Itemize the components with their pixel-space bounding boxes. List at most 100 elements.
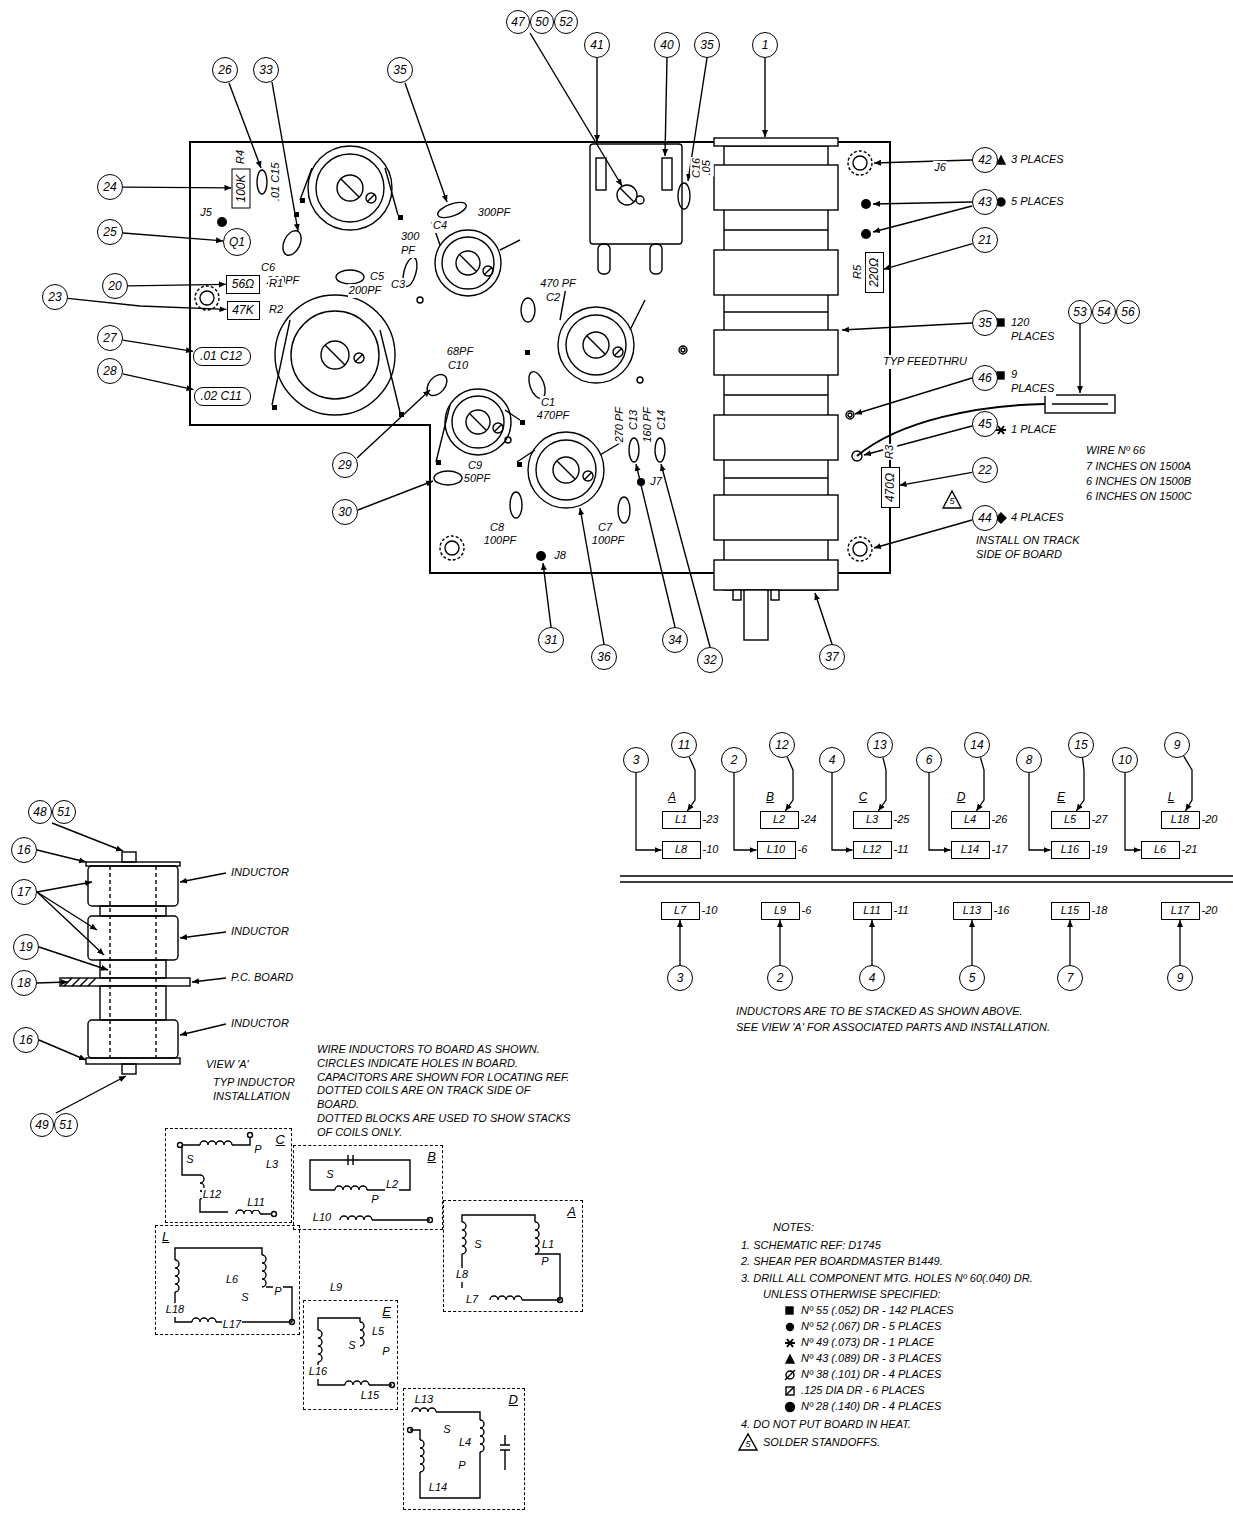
- drawing-text: 200PF: [348, 284, 382, 298]
- leader-line: [1076, 758, 1084, 811]
- component-label: R3: [883, 444, 897, 460]
- drawing-text: 1 PLACE: [1010, 423, 1057, 437]
- drawing-text: 6 INCHES ON 1500C: [1085, 490, 1193, 504]
- drawing-text: S: [185, 1153, 194, 1167]
- node-text: 29: [338, 458, 351, 472]
- drawing-text: J5: [199, 206, 213, 220]
- coil-schematic: [175, 1133, 563, 1499]
- drawing-text: 1. SCHEMATIC REF: D1745: [740, 1239, 882, 1253]
- drawing-text: 2. SHEAR PER BOARDMASTER B1449.: [740, 1255, 944, 1269]
- node-text: 9: [1174, 738, 1181, 752]
- node-text: 4: [869, 971, 876, 985]
- callout-number: 48: [28, 800, 52, 824]
- callout-number: 6: [916, 747, 942, 773]
- component-label: C14: [655, 409, 669, 431]
- callout-number: 44: [972, 505, 998, 531]
- node-text: 25: [103, 225, 116, 239]
- node-text: 35: [393, 63, 406, 77]
- node-text: 46: [978, 371, 991, 385]
- leader-line: [971, 920, 972, 965]
- part-suffix: -25: [894, 813, 910, 826]
- drawing-text: C5: [369, 270, 385, 284]
- part-suffix: -16: [994, 904, 1010, 917]
- leader-line: [68, 298, 227, 309]
- drawing-text: 300 PF: [400, 230, 428, 258]
- node-text: 30: [338, 505, 351, 519]
- node-text: 1: [762, 38, 769, 52]
- node-text: A: [567, 1204, 576, 1220]
- node-text: L17: [1171, 904, 1189, 916]
- node-text: 23: [48, 290, 61, 304]
- callout-number: 19: [13, 934, 39, 960]
- component-box: 100K: [232, 168, 251, 208]
- part-suffix: -11: [894, 904, 909, 917]
- inductor-box: L1-23: [662, 811, 701, 829]
- capacitor-box: .02 C11: [194, 387, 251, 406]
- node-text: 37: [825, 650, 838, 664]
- drawing-text: R2: [268, 303, 284, 317]
- drawing-text: INDUCTOR: [230, 866, 290, 880]
- part-suffix: -27: [1092, 813, 1108, 826]
- callout-number: 18: [11, 970, 37, 996]
- node-text: 41: [590, 38, 603, 52]
- node-text: 12: [775, 738, 788, 752]
- drawing-text: S: [347, 1339, 356, 1353]
- inductor-box: L6-21: [1141, 841, 1180, 859]
- drawing-text: 7 INCHES ON 1500A: [1085, 460, 1192, 474]
- leader-line: [1179, 920, 1180, 965]
- callout-number: 14: [964, 732, 990, 758]
- view-a-inductor: [60, 852, 190, 1074]
- callout-number: 15: [1068, 732, 1094, 758]
- node-text: L18: [1171, 813, 1189, 825]
- node-text: L14: [961, 843, 979, 855]
- inductor-stack: [714, 138, 838, 640]
- drawing-text: 3. DRILL ALL COMPONENT MTG. HOLES Nº 60(…: [740, 1272, 1034, 1286]
- callout-number: 29: [332, 452, 358, 478]
- node-text: L10: [767, 843, 785, 855]
- node-text: 47: [511, 15, 524, 29]
- component-box: 220Ω: [865, 252, 884, 293]
- component-box: 56Ω: [226, 275, 260, 294]
- node-text: 54: [1097, 305, 1110, 319]
- callout-number: 37: [819, 644, 845, 670]
- coil-forms: [272, 146, 645, 508]
- drawing-text: P: [457, 1459, 466, 1473]
- drawing-text: 6 INCHES ON 1500B: [1085, 475, 1192, 489]
- coil-stack-block: C: [165, 1128, 292, 1223]
- drawing-text: L2: [385, 1178, 399, 1192]
- node-text: L: [162, 1229, 169, 1245]
- drawing-text: VIEW 'A': [205, 1058, 250, 1072]
- callout-number: 5: [959, 965, 985, 991]
- drawing-text: 470 PF: [539, 277, 576, 291]
- part-suffix: -11: [894, 843, 909, 856]
- node-text: 14: [970, 738, 983, 752]
- leader-line: [884, 244, 973, 270]
- drawing-text: B: [765, 790, 775, 805]
- callout-number: 35: [694, 32, 720, 58]
- drawing-text: J8: [553, 549, 567, 563]
- node-text: 35: [978, 316, 991, 330]
- callout-number: 3: [623, 747, 649, 773]
- callout-number: 1: [752, 32, 778, 58]
- node-text: L13: [963, 904, 981, 916]
- callout-number: 26: [212, 57, 238, 83]
- drawing-text: S: [442, 1423, 451, 1437]
- node-text: Q1: [229, 235, 245, 249]
- callout-number: 24: [97, 174, 123, 200]
- node-text: .02 C11: [201, 389, 242, 403]
- drawing-text: L5: [371, 1325, 385, 1339]
- drawing-text: S: [473, 1238, 482, 1252]
- node-text: 18: [17, 976, 30, 990]
- node-text: 45: [978, 417, 991, 431]
- drawing-text: C8: [489, 521, 505, 535]
- drawing-text: E: [1056, 790, 1066, 805]
- part-suffix: -19: [1092, 843, 1108, 856]
- node-text: L7: [674, 904, 686, 916]
- node-text: 43: [978, 195, 991, 209]
- drawing-text: P.C. BOARD: [230, 971, 294, 985]
- drawing-text: TYP FEEDTHRU: [882, 355, 968, 369]
- node-text: 47K: [232, 303, 253, 317]
- leader-line: [128, 284, 226, 286]
- callout-number: 40: [654, 32, 680, 58]
- drawing-text: NOTES:: [772, 1221, 815, 1235]
